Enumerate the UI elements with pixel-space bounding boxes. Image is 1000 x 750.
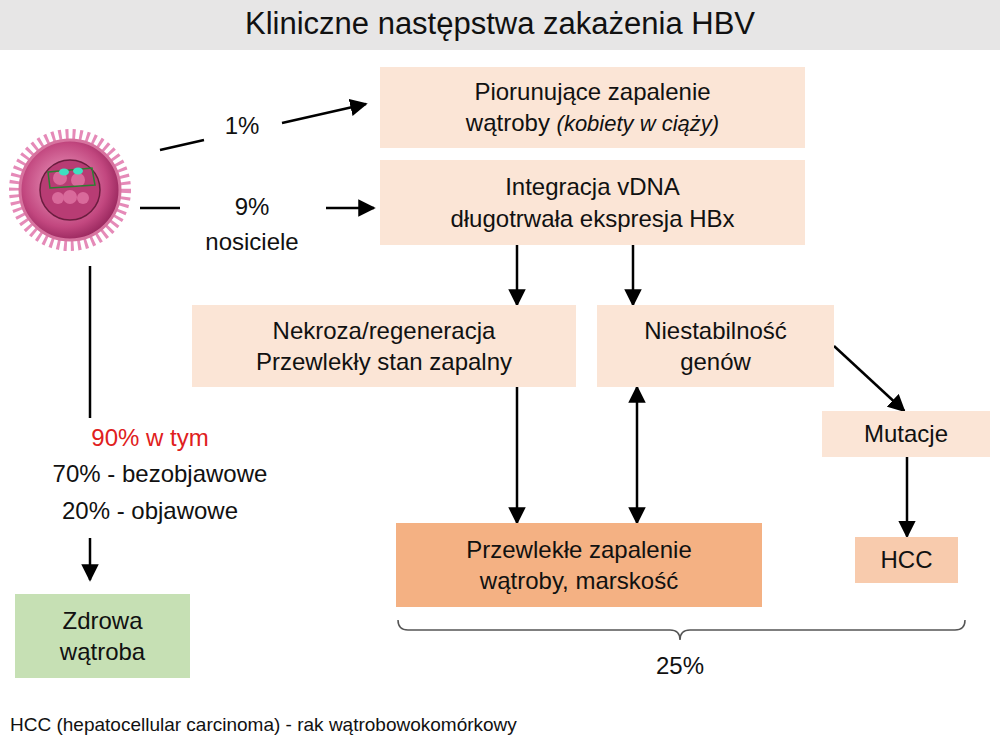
box-note: (kobiety w ciąży)	[557, 111, 720, 136]
outcome-box: HCC	[855, 537, 958, 583]
flow-arrow	[632, 245, 635, 305]
percent-label: 70% - bezobjawowe	[50, 460, 271, 489]
percent-label: 9%	[232, 193, 273, 222]
brace	[398, 620, 965, 640]
box-text: Integracja vDNA długotrwała ekspresja HB…	[450, 173, 734, 231]
flow-arrow	[516, 245, 519, 305]
outcome-box: Przewlekłe zapalenie wątroby, marskość	[396, 523, 762, 607]
virus-illustration	[14, 134, 126, 246]
box-text: Nekroza/regeneracja Przewlekły stan zapa…	[256, 317, 512, 375]
outcome-box: Zdrowa wątroba	[15, 594, 190, 678]
percent-label: 90% w tym	[88, 424, 211, 453]
box-text: Zdrowa wątroba	[60, 607, 145, 665]
process-box: Niestabilność genów	[597, 305, 834, 387]
box-text: Przewlekłe zapalenie wątroby, marskość	[466, 536, 691, 594]
box-text: HCC	[881, 546, 933, 573]
percent-label: nosiciele	[202, 228, 301, 257]
footnote: HCC (hepatocellular carcinoma) - rak wąt…	[10, 714, 517, 736]
box-text: Niestabilność genów	[644, 317, 787, 375]
percent-label: 20% - objawowe	[59, 497, 241, 526]
diagram-title: Kliniczne następstwa zakażenia HBV	[0, 6, 1000, 42]
bracket-label: 25%	[653, 652, 707, 681]
flow-arrow	[516, 387, 519, 523]
process-box: Mutacje	[822, 411, 990, 457]
flow-arrow	[636, 387, 639, 523]
outcome-box: Piorunujące zapalenie wątroby (kobiety w…	[380, 67, 805, 148]
process-box: Nekroza/regeneracja Przewlekły stan zapa…	[192, 305, 576, 387]
flow-arrow	[834, 346, 904, 411]
box-text: Mutacje	[864, 420, 948, 447]
flow-arrow	[906, 457, 909, 537]
percent-label: 1%	[222, 112, 263, 141]
process-box: Integracja vDNA długotrwała ekspresja HB…	[380, 160, 805, 245]
